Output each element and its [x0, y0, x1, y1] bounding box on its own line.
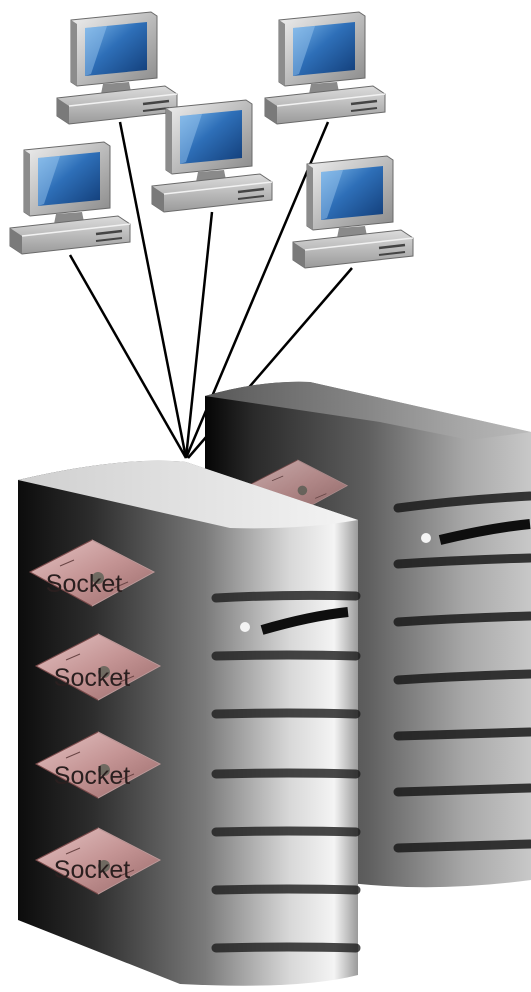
socket-chip: Socket: [29, 539, 155, 607]
socket-label: Socket: [46, 570, 122, 598]
power-led: [240, 622, 250, 632]
client-computer: [150, 98, 274, 214]
client-computer: [291, 154, 415, 270]
connection-line: [68, 254, 188, 459]
connection-line: [184, 211, 214, 459]
socket-chip: Socket: [35, 827, 161, 895]
socket-label: Socket: [54, 856, 130, 884]
drive-bays: [393, 491, 531, 853]
connection-line: [118, 121, 188, 459]
drive-slot: [260, 607, 349, 635]
socket-chip: Socket: [35, 633, 161, 701]
socket-label: Socket: [54, 664, 130, 692]
client-computer: [8, 140, 132, 256]
power-led: [421, 533, 431, 543]
socket-chip: Socket: [35, 731, 161, 799]
socket-label: Socket: [54, 762, 130, 790]
front-server: [18, 460, 361, 986]
drive-bays: [211, 590, 361, 953]
client-computer: [263, 10, 387, 126]
drive-slot: [438, 519, 531, 545]
client-computer: [55, 10, 179, 126]
